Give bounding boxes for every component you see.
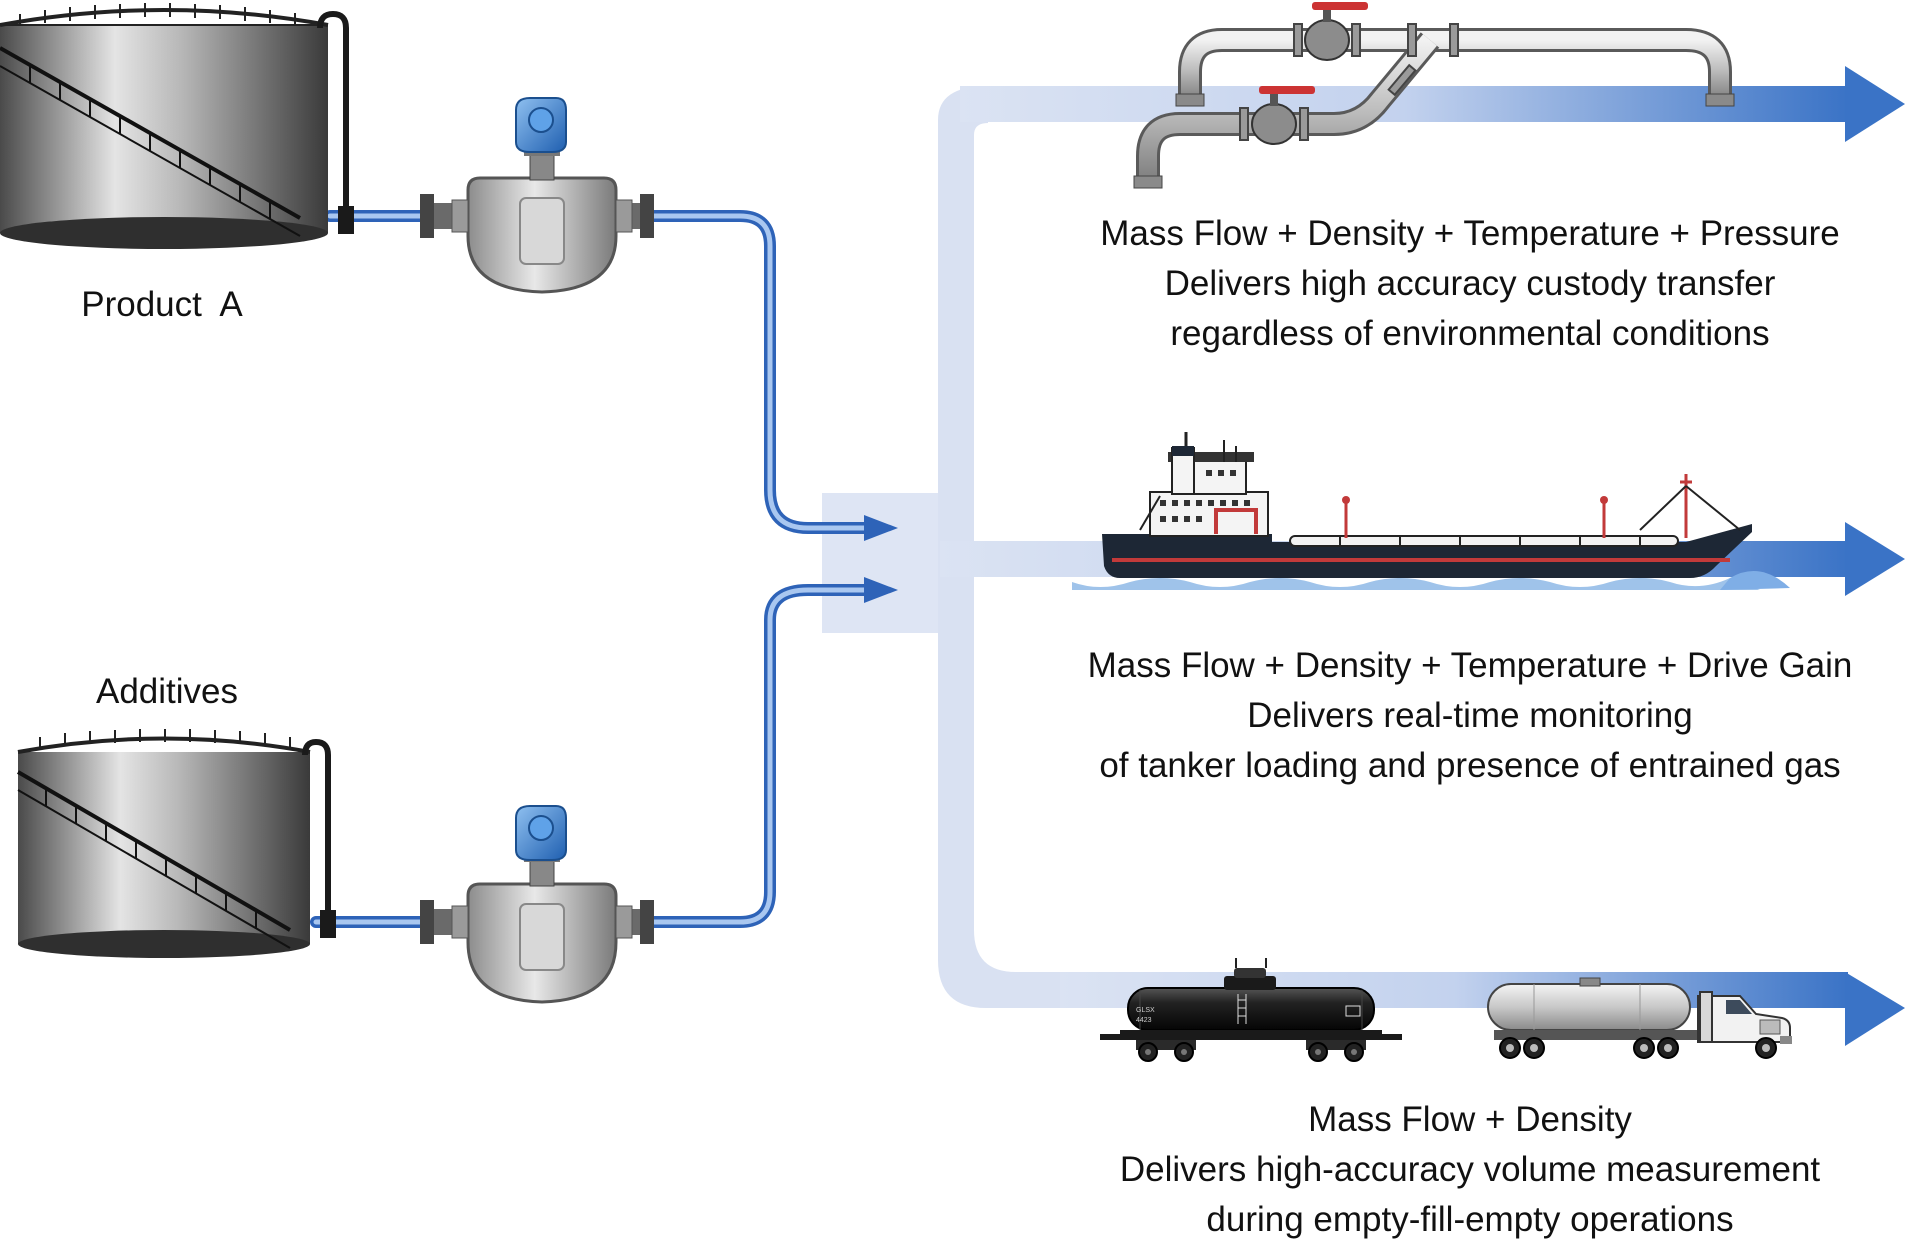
description-line: of tanker loading and presence of entrai… bbox=[1099, 746, 1841, 785]
middle-branch-arrowhead bbox=[1845, 522, 1905, 596]
process-pipes bbox=[310, 210, 898, 928]
source-label-additives: Additives bbox=[95, 672, 239, 711]
bottom-branch-arrowhead bbox=[1845, 972, 1905, 1046]
product-a-tank bbox=[0, 3, 354, 249]
description-line: Delivers high-accuracy volume measuremen… bbox=[1119, 1150, 1821, 1189]
output-description-tanker: Mass Flow + Density + Temperature + Driv… bbox=[1035, 641, 1905, 791]
mixing-zone bbox=[822, 493, 940, 633]
additives-tank bbox=[16, 729, 336, 958]
tanker-ship bbox=[1072, 432, 1790, 590]
description-line: Mass Flow + Density + Temperature + Driv… bbox=[1087, 646, 1853, 685]
coriolis-meter-additives bbox=[420, 805, 654, 1004]
description-line: during empty-fill-empty operations bbox=[1206, 1200, 1734, 1239]
additives-pipe-arrowhead bbox=[864, 577, 898, 603]
coriolis-meter-product bbox=[420, 97, 654, 294]
rail-tank-car: GLSX 4423 bbox=[1100, 958, 1402, 1062]
description-line: Mass Flow + Density bbox=[1308, 1100, 1632, 1139]
source-label-product-a: Product A bbox=[81, 285, 243, 324]
description-line: Delivers real-time monitoring bbox=[1247, 696, 1693, 735]
output-description-pipeline: Mass Flow + Density + Temperature + Pres… bbox=[1035, 209, 1905, 359]
description-line: Delivers high accuracy custody transfer bbox=[1164, 264, 1776, 303]
product-pipe-arrowhead bbox=[864, 515, 898, 541]
description-line: Mass Flow + Density + Temperature + Pres… bbox=[1100, 214, 1840, 253]
tanker-truck bbox=[1487, 977, 1792, 1059]
railcar-marking-2: 4423 bbox=[1136, 1017, 1152, 1024]
railcar-marking-1: GLSX bbox=[1136, 1007, 1155, 1014]
description-line: regardless of environmental conditions bbox=[1170, 314, 1770, 353]
pipeline-valves bbox=[1133, 2, 1735, 189]
top-branch-ribbon bbox=[960, 86, 1848, 122]
main-flow-trunk bbox=[938, 86, 1080, 1008]
top-branch-arrowhead bbox=[1845, 66, 1905, 142]
additives-pipe bbox=[310, 584, 876, 928]
output-description-rail-truck: Mass Flow + Density Delivers high-accura… bbox=[1035, 1095, 1905, 1245]
